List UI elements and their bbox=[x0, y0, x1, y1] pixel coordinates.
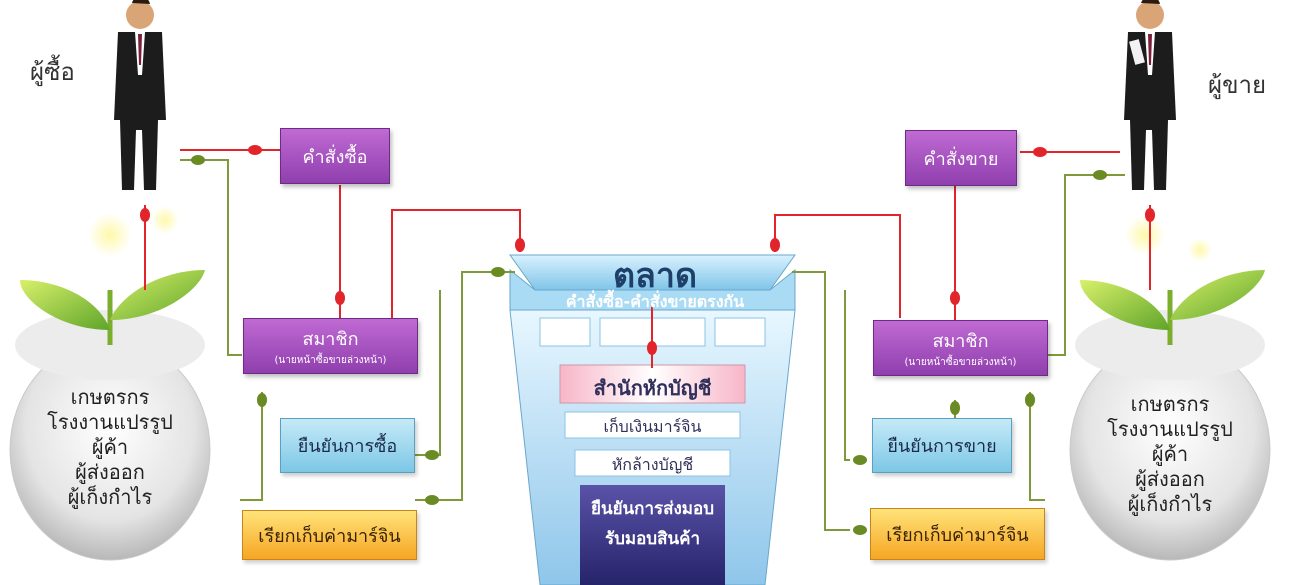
member-right-subtitle: (นายหน้าซื้อขายล่วงหน้า) bbox=[904, 357, 1017, 368]
left-plant-pot bbox=[9, 270, 211, 561]
participant-item: โรงงานแปรรูป bbox=[1107, 417, 1233, 441]
margin-call-left-box: เรียกเก็บค่ามาร์จิน bbox=[242, 510, 417, 560]
leaf-icon bbox=[20, 280, 110, 330]
participant-item: ผู้ส่งออก bbox=[1135, 467, 1205, 491]
market-title: ตลาด bbox=[612, 256, 698, 296]
member-right-box: สมาชิก (นายหน้าซื้อขายล่วงหน้า) bbox=[873, 320, 1048, 376]
member-left-box: สมาชิก (นายหน้าซื้อขายล่วงหน้า) bbox=[243, 318, 418, 374]
participant-item: ผู้ค้า bbox=[1151, 442, 1189, 466]
sell-order-box: คำสั่งขาย bbox=[905, 130, 1017, 186]
buyer-label: ผู้ซื้อ bbox=[30, 58, 75, 86]
member-left-title: สมาชิก bbox=[302, 329, 359, 350]
right-plant-pot bbox=[1069, 270, 1271, 561]
glow-decoration bbox=[88, 206, 1212, 262]
arrow-leaf-green-icon bbox=[191, 155, 1107, 535]
buy-order-box: คำสั่งซื้อ bbox=[280, 128, 390, 184]
clearing-house-label: สำนักหักบัญชี bbox=[593, 376, 712, 400]
seller-label: ผู้ขาย bbox=[1208, 71, 1267, 99]
participant-item: ผู้เก็งกำไร bbox=[1127, 492, 1213, 516]
participant-item: ผู้ค้า bbox=[91, 435, 129, 459]
margin-call-right-box: เรียกเก็บค่ามาร์จิน bbox=[870, 508, 1045, 560]
confirm-buy-box: ยืนยันการซื้อ bbox=[280, 418, 415, 473]
member-right-title: สมาชิก bbox=[932, 331, 989, 352]
leaf-icon bbox=[1170, 270, 1265, 320]
clearing-label: หักล้างบัญชี bbox=[611, 455, 694, 474]
participants-left: เกษตรกร โรงงานแปรรูป ผู้ค้า ผู้ส่งออก ผู… bbox=[35, 385, 185, 510]
market-building bbox=[509, 254, 796, 585]
market-subtitle: คำสั่งซื้อ-คำสั่งขายตรงกัน bbox=[565, 292, 745, 311]
leaf-icon bbox=[110, 270, 205, 320]
member-left-subtitle: (นายหน้าซื้อขายล่วงหน้า) bbox=[274, 355, 387, 366]
leaf-icon bbox=[1080, 280, 1170, 330]
arrow-leaf-icon bbox=[140, 145, 1155, 355]
seller-person-icon bbox=[1124, 0, 1176, 190]
delivery-line2: รับมอบสินค้า bbox=[604, 529, 701, 549]
buyer-person-icon bbox=[114, 0, 166, 190]
participant-item: ผู้ส่งออก bbox=[75, 460, 145, 484]
confirm-sell-box: ยืนยันการขาย bbox=[872, 418, 1012, 473]
participant-item: ผู้เก็งกำไร bbox=[67, 485, 153, 509]
participant-item: เกษตรกร bbox=[1130, 392, 1210, 416]
participant-item: โรงงานแปรรูป bbox=[47, 410, 173, 434]
participant-item: เกษตรกร bbox=[70, 385, 150, 409]
participants-right: เกษตรกร โรงงานแปรรูป ผู้ค้า ผู้ส่งออก ผู… bbox=[1095, 392, 1245, 517]
collect-margin-label: เก็บเงินมาร์จิน bbox=[603, 417, 702, 436]
delivery-line1: ยืนยันการส่งมอบ bbox=[590, 499, 715, 519]
